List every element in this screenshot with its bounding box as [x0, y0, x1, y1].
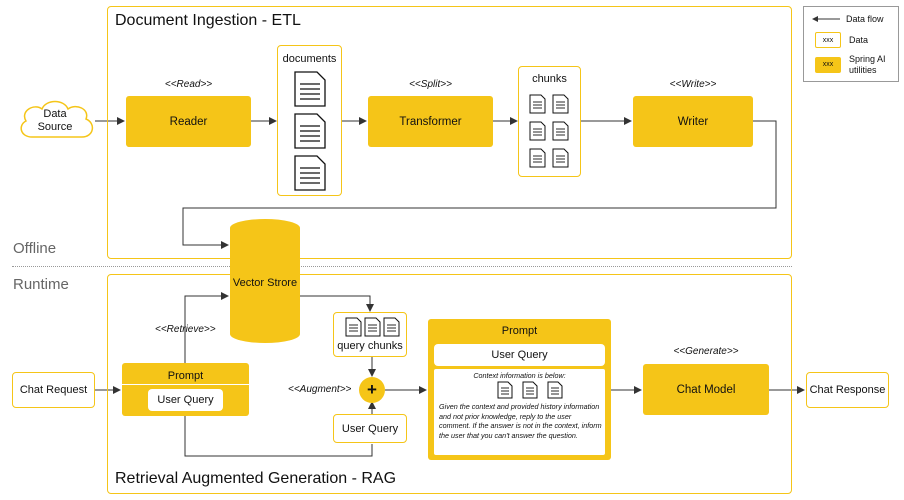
query-chunk-icons	[345, 317, 400, 337]
data-source-cloud-icon	[20, 100, 94, 138]
runtime-label: Runtime	[13, 276, 69, 293]
augment-plus-icon: +	[367, 380, 377, 399]
chunks-label: chunks	[532, 73, 567, 85]
etl-section	[107, 6, 792, 259]
prompt-large-label: Prompt	[428, 322, 611, 340]
data-source-label: Data Source	[37, 108, 73, 134]
arrow-prompt-userquery	[184, 416, 373, 457]
write-stereotype: <<Write>>	[669, 79, 717, 90]
query-user-query-box: User Query	[333, 414, 407, 443]
prompt-large-user-query: User Query	[434, 344, 605, 366]
context-document-icons	[497, 381, 563, 399]
chunk-icons	[529, 94, 569, 168]
document-icons	[294, 71, 326, 191]
documents-icons	[277, 68, 342, 197]
augment-stereotype: <<Augment>>	[288, 384, 352, 395]
prompt-large-context-panel	[434, 369, 605, 455]
chunks-box	[518, 66, 581, 177]
chunk-icons-spacer	[574, 104, 582, 105]
arrow-writer-vector	[182, 120, 777, 249]
chunks-icons-col3	[574, 92, 582, 110]
query-chunks-label: query chunks	[337, 340, 403, 352]
legend-data-label: Data	[849, 35, 869, 45]
prompt-small-user-query: User Query	[148, 389, 223, 411]
chat-response-box: Chat Response	[806, 372, 889, 408]
rag-section	[107, 274, 792, 494]
offline-runtime-divider	[12, 266, 792, 267]
vector-store-cylinder-icon	[230, 219, 300, 343]
transformer-box: Transformer	[368, 96, 493, 147]
arrow-retrieve	[184, 292, 229, 363]
chat-model-box: Chat Model	[643, 364, 769, 415]
arrow-vector-chunks	[300, 295, 374, 312]
rag-section-title: Retrieval Augmented Generation - RAG	[115, 470, 397, 487]
legend-arrow-icon	[812, 16, 840, 22]
legend-utilities: xxx Spring AI utilities	[815, 54, 889, 76]
legend-data-chip: xxx	[815, 32, 841, 48]
legend	[803, 6, 899, 82]
read-stereotype: <<Read>>	[164, 79, 213, 90]
legend-utilities-chip: xxx	[815, 56, 841, 73]
documents-label: documents	[282, 53, 337, 65]
reader-box: Reader	[126, 96, 251, 147]
etl-section-title: Document Ingestion - ETL	[115, 12, 301, 29]
writer-box: Writer	[633, 96, 753, 147]
vector-store-label: Vector Strore	[232, 277, 298, 289]
chunks-icons	[518, 92, 581, 179]
legend-data-flow: Data flow	[812, 14, 884, 24]
retrieve-stereotype: <<Retrieve>>	[155, 324, 216, 335]
offline-label: Offline	[13, 240, 57, 257]
context-info-text: Context information is below:	[473, 371, 566, 380]
generate-stereotype: <<Generate>>	[673, 346, 739, 357]
chat-request-box: Chat Request	[12, 372, 95, 408]
legend-data-flow-label: Data flow	[846, 14, 884, 24]
split-stereotype: <<Split>>	[409, 79, 452, 90]
legend-utilities-label: Spring AI utilities	[849, 54, 886, 75]
augment-plus-circle: +	[359, 377, 385, 403]
prompt-small-label: Prompt	[122, 367, 249, 385]
instruction-text: Given the context and provided history i…	[439, 402, 602, 441]
legend-data: xxx Data	[815, 32, 868, 48]
